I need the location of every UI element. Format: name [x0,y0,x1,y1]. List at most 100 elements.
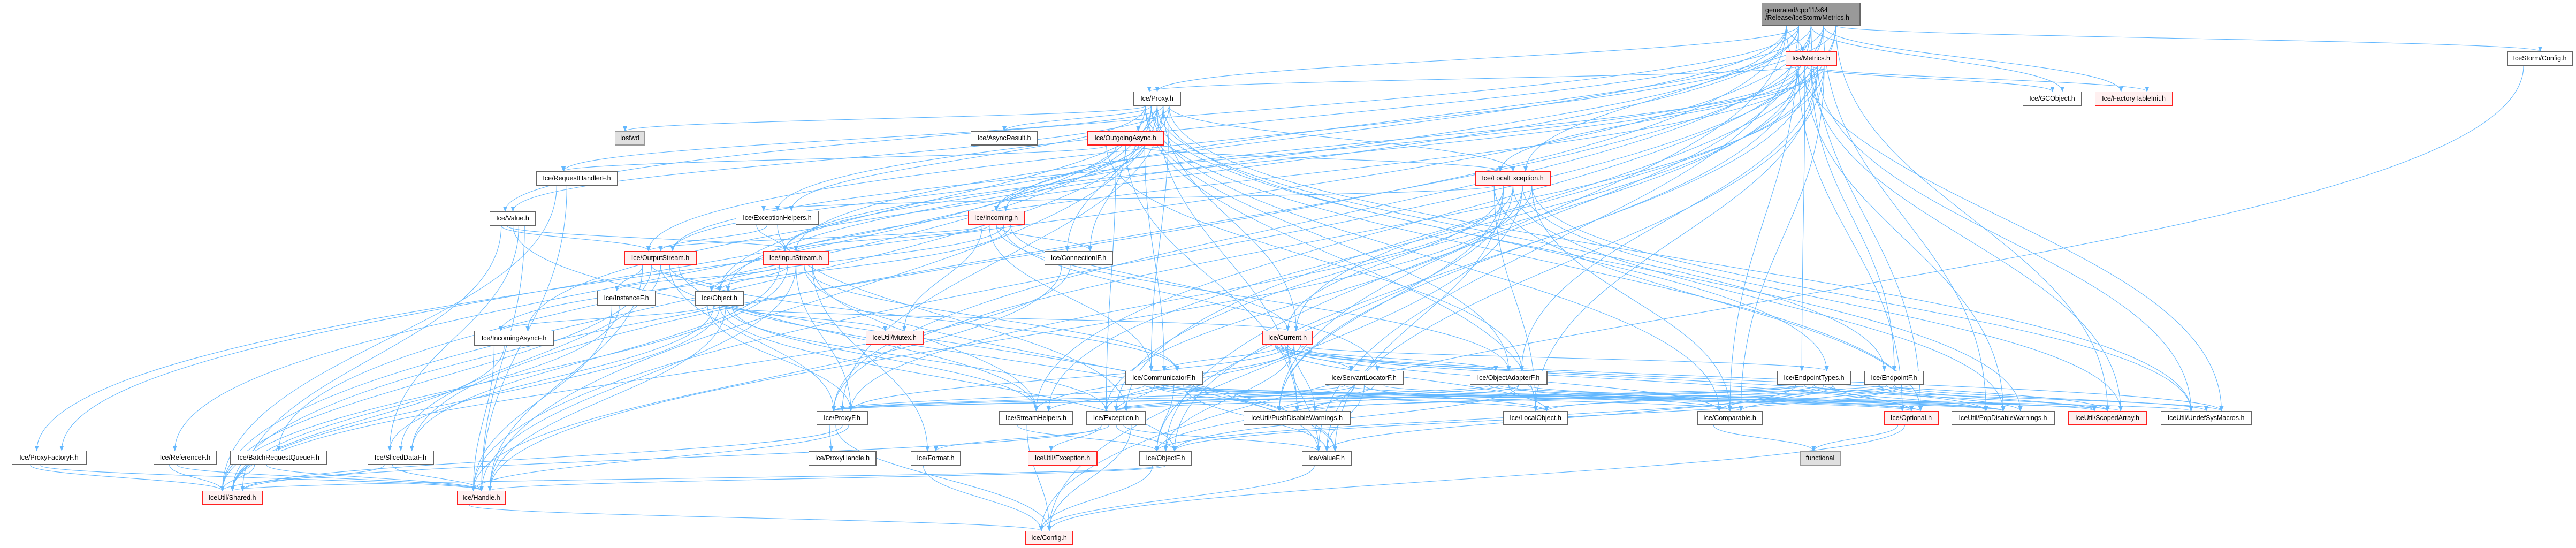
edge-proxy-to-optional [1145,105,1923,412]
node-pop-disable-warnings[interactable]: IceUtil/PopDisableWarnings.h [1952,411,2055,425]
edge-connectionif-to-shared [230,265,1071,491]
node-communicator-f[interactable]: Ice/CommunicatorF.h [1125,371,1203,385]
node-push-disable-warnings[interactable]: IceUtil/PushDisableWarnings.h [1244,411,1351,425]
edge-root-to-optional [1810,25,1923,412]
node-object-adapter-f[interactable]: Ice/ObjectAdapterF.h [1470,371,1548,385]
node-request-handler-f[interactable]: Ice/RequestHandlerF.h [536,171,618,186]
node-reference-f[interactable]: Ice/ReferenceF.h [154,451,217,465]
edge-value-to-sliceddataf [387,225,519,451]
edge-objectf-to-shared [231,465,1160,491]
edge-outgoingasync-to-incoming [994,145,1117,211]
edge-inputstream-to-format [812,265,930,452]
node-proxy[interactable]: Ice/Proxy.h [1133,92,1181,106]
edge-value-to-shared [240,225,502,491]
node-current[interactable]: Ice/Current.h [1262,331,1313,345]
edge-current-to-scopedarray [1275,345,2110,412]
node-batch-request-queue-f[interactable]: Ice/BatchRequestQueueF.h [230,451,327,465]
node-connection-if[interactable]: Ice/ConnectionIF.h [1045,251,1113,265]
node-iceutil-exception[interactable]: IceUtil/Exception.h [1028,451,1098,466]
node-iceutil-mutex[interactable]: IceUtil/Mutex.h [866,331,924,345]
node-outgoing-async[interactable]: Ice/OutgoingAsync.h [1087,131,1164,146]
edge-communicatorf-to-popdisable [1144,385,2005,412]
edge-proxy-to-requesthandlerf [561,105,1164,172]
node-local-object[interactable]: Ice/LocalObject.h [1503,411,1568,425]
edge-current-to-communicatorf [1162,345,1282,371]
edge-incomingasyncf-to-handle [471,345,495,491]
edge-endpointf-to-pushdisable [1295,385,1910,412]
edge-metrics-to-endpointf [1811,65,1896,371]
node-proxy-handle[interactable]: Ice/ProxyHandle.h [809,451,877,466]
edge-inputstream-to-proxyf [795,265,853,412]
node-servant-locator-f[interactable]: Ice/ServantLocatorF.h [1325,371,1404,385]
node-object[interactable]: Ice/Object.h [695,291,744,306]
edge-localexception-to-popdisable [1512,185,2006,412]
node-output-stream[interactable]: Ice/OutputStream.h [624,251,697,265]
edge-endpointtypes-to-undefsys [1823,385,2224,412]
edge-outputstream-to-streamhelpers [678,265,1039,412]
edge-inputstream-to-streamhelpers [812,265,1039,412]
node-value[interactable]: Ice/Value.h [490,211,536,226]
node-input-stream[interactable]: Ice/InputStream.h [763,251,829,265]
edge-outputstream-to-valuef [660,265,1337,452]
node-format[interactable]: Ice/Format.h [911,451,961,466]
edge-communicatorf-to-proxyf [832,385,1145,412]
node-config[interactable]: Ice/Config.h [1025,531,1073,545]
edge-root-to-stormconfig [1835,25,2542,52]
edge-outputstream-to-object [651,265,722,292]
edge-proxy-to-pushdisable [1156,105,1299,412]
edge-outgoingasync-to-connectionif [1088,145,1126,252]
node-local-exception[interactable]: Ice/LocalException.h [1475,171,1551,186]
edge-outputstream-to-shared [220,265,652,491]
node-value-f[interactable]: Ice/ValueF.h [1302,451,1352,466]
node-exception[interactable]: Ice/Exception.h [1086,411,1146,425]
node-gcobject[interactable]: Ice/GCObject.h [2023,92,2082,106]
edge-endpointf-to-scopedarray [1886,385,2097,412]
node-endpoint-f[interactable]: Ice/EndpointF.h [1864,371,1924,385]
node-scoped-array[interactable]: IceUtil/ScopedArray.h [2068,411,2147,425]
edge-metrics-to-exception [1114,65,1799,412]
edge-root-to-localexception [1523,25,1787,172]
edge-current-to-objectf [1163,345,1294,452]
node-async-result[interactable]: Ice/AsyncResult.h [971,131,1038,146]
node-icestorm-config[interactable]: IceStorm/Config.h [2507,51,2573,66]
node-functional[interactable]: functional [1800,451,1841,466]
edge-proxyfactoryf-to-handle [39,465,484,491]
edge-endpointtypes-to-pushdisable [1313,385,1796,412]
edge-root-to-exception [1124,25,1836,412]
node-undef-sys-macros[interactable]: IceUtil/UndefSysMacros.h [2161,411,2252,425]
node-proxy-factory-f[interactable]: Ice/ProxyFactoryF.h [12,451,87,465]
edge-endpointtypes-to-comparable [1717,385,1824,412]
node-proxy-f[interactable]: Ice/ProxyF.h [817,411,868,425]
node-stream-helpers[interactable]: Ice/StreamHelpers.h [999,411,1073,425]
edge-proxy-to-communicatorf [1149,105,1170,371]
node-iosfwd[interactable]: iosfwd [615,131,645,146]
edge-objectf-to-config [1039,465,1153,531]
node-object-f[interactable]: Ice/ObjectF.h [1139,451,1192,466]
node-root-storm-metrics[interactable]: generated/cpp11/x64 /Release/IceStorm/Me… [1762,3,1861,26]
node-comparable[interactable]: Ice/Comparable.h [1697,411,1763,425]
node-incoming[interactable]: Ice/Incoming.h [968,211,1025,225]
node-metrics[interactable]: Ice/Metrics.h [1786,51,1837,66]
node-handle[interactable]: Ice/Handle.h [457,491,506,505]
edge-communicatorf-to-objectf [1155,385,1175,452]
edge-localexception-to-optional [1493,185,1923,412]
node-sliced-data-f[interactable]: Ice/SlicedDataF.h [368,451,434,465]
node-factory-table-init[interactable]: Ice/FactoryTableInit.h [2095,92,2173,106]
edge-current-to-proxyf [849,345,1289,412]
edge-localexception-to-proxyf [849,185,1514,412]
node-iceutil-shared[interactable]: IceUtil/Shared.h [202,491,263,505]
edge-object-to-mutex [731,305,887,331]
node-exception-helpers[interactable]: Ice/ExceptionHelpers.h [736,211,819,225]
edge-localexception-to-comparable [1531,185,1732,412]
node-optional[interactable]: Ice/Optional.h [1884,411,1939,425]
edge-exceptionhelpers-to-inputstream [756,225,787,252]
edge-metrics-to-factorytable [1811,65,2150,92]
edge-object-to-objectf [719,305,1177,452]
node-instance-f[interactable]: Ice/InstanceF.h [597,291,656,306]
edge-proxy-to-batchrequestqueuef [277,105,1152,451]
edge-proxy-to-proxyf [840,105,1164,412]
node-incoming-async-f[interactable]: Ice/IncomingAsyncF.h [474,331,554,346]
node-endpoint-types[interactable]: Ice/EndpointTypes.h [1777,371,1851,385]
edge-endpointtypes-to-objectf [1155,385,1833,452]
edge-inputstream-to-object [718,265,788,292]
